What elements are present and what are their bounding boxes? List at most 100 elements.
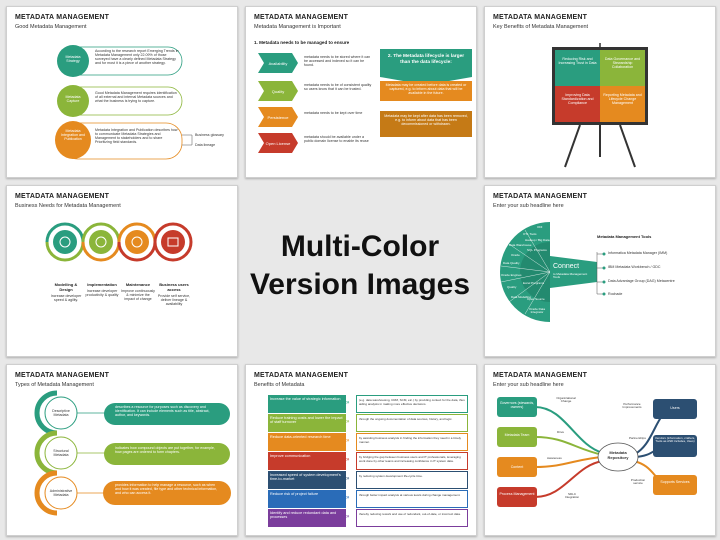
left-heading: 1. Metadata needs to be managed to ensur… bbox=[254, 40, 350, 45]
item-head-implementation: Implementation bbox=[87, 282, 117, 287]
box-support-services: Supports Services bbox=[660, 480, 690, 484]
fan-label: Quality bbox=[507, 285, 517, 289]
arrow-open-license: Open License bbox=[265, 141, 291, 146]
item-head-modelling: Modelling & Design bbox=[54, 282, 78, 292]
link-label: SDLC Integration bbox=[564, 492, 580, 500]
slide-title: METADATA MANAGEMENT bbox=[254, 14, 349, 21]
slide-subtitle: Types of Metadata Management bbox=[15, 382, 94, 388]
stopwatch-icon bbox=[60, 237, 70, 247]
box-metadata-team: Metadata Team bbox=[504, 433, 530, 437]
slide-benefits-of-metadata[interactable]: METADATA MANAGEMENT Benefits of Metadata… bbox=[245, 364, 477, 536]
fan-label: Excel Programs bbox=[523, 281, 545, 285]
integration-text: Metadata Integration and Publication des… bbox=[95, 128, 178, 145]
chevron-icon: » bbox=[346, 495, 350, 501]
gears-icon bbox=[96, 237, 106, 247]
link-label: Partnerships bbox=[629, 436, 646, 440]
right-text-created: Metadata may be created before data is c… bbox=[385, 83, 467, 96]
slide-business-needs[interactable]: METADATA MANAGEMENT Business Needs for M… bbox=[6, 185, 238, 357]
slide-metadata-management-important[interactable]: METADATA MANAGEMENT Metadata Management … bbox=[245, 6, 477, 178]
circle-metadata-capture bbox=[57, 85, 89, 117]
slide-subtitle: Good Metadata Management bbox=[15, 24, 87, 30]
slide-subtitle: Enter your sub headline here bbox=[493, 382, 564, 388]
circle-metadata-strategy bbox=[57, 45, 89, 77]
output-business-glossary: Business glossary bbox=[195, 133, 224, 137]
connect-text: to Metadata Management Tools bbox=[553, 272, 588, 280]
quadrant-governance: Data Governance and Stewardship Collabor… bbox=[604, 57, 641, 70]
right-text-kept: Metadata may be kept after data has been… bbox=[384, 114, 468, 127]
arrow-persistence: Persistence bbox=[267, 115, 289, 120]
box-users: Users bbox=[670, 406, 680, 410]
arrow-quality: Quality bbox=[271, 89, 285, 94]
slide-title: METADATA MANAGEMENT bbox=[15, 14, 110, 21]
link-label: Performance Improvements bbox=[622, 402, 642, 410]
slide-title: METADATA MANAGEMENT bbox=[254, 372, 349, 379]
good-mm-graphic bbox=[61, 46, 193, 160]
link-label: Organizational Change bbox=[556, 396, 576, 404]
box-content: Content bbox=[510, 465, 524, 469]
benefit-row: Identify and reduce redundant data and p… bbox=[268, 509, 468, 527]
slide-metadata-repository[interactable]: METADATA MANAGEMENT Enter your sub headl… bbox=[484, 364, 716, 536]
tools-heading: Metadata Management Tools bbox=[597, 234, 652, 239]
fan-label: Oracle bbox=[511, 253, 520, 257]
center-heading-line2: Version Images bbox=[249, 267, 471, 301]
benefit-text: by bridging the gap between business use… bbox=[356, 452, 468, 470]
tool-item: Rochade bbox=[608, 292, 623, 296]
slide-connect-tools[interactable]: METADATA MANAGEMENT Enter your sub headl… bbox=[484, 185, 716, 357]
output-data-lineage: Data lineage bbox=[195, 143, 216, 147]
slide-types-of-metadata[interactable]: METADATA MANAGEMENT Types of Metadata Ma… bbox=[6, 364, 238, 536]
benefit-label: Increase the value of strategic informat… bbox=[268, 395, 346, 413]
persistence-text: metadata needs to be kept over time bbox=[304, 111, 363, 115]
fan-label: Oracle Data Integrator bbox=[529, 307, 546, 315]
strategy-text: According to the research report Emergin… bbox=[95, 49, 179, 66]
slide-title: METADATA MANAGEMENT bbox=[15, 372, 110, 379]
circle-metadata-integration bbox=[55, 121, 91, 159]
quality-text: metadata needs to be of consistent quali… bbox=[304, 83, 372, 92]
fan-diagram-graphic bbox=[500, 222, 606, 322]
benefit-row: Increased speed of system development's … bbox=[268, 471, 468, 489]
arrow-availability: Availability bbox=[268, 61, 288, 66]
item-text-business-access: Provide self service, deliver lineage & … bbox=[157, 294, 191, 307]
repository-center: Metadata Repository bbox=[607, 450, 629, 460]
fan-label: OTL Tools bbox=[523, 232, 537, 236]
benefit-text: thereby reducing rework and use of redun… bbox=[356, 509, 468, 527]
item-head-business-access: Business users access bbox=[159, 282, 189, 292]
slide-title: METADATA MANAGEMENT bbox=[493, 14, 588, 21]
link-label: Production service bbox=[630, 478, 646, 486]
benefit-label: Reduce risk of project failure bbox=[268, 490, 346, 508]
quadrant-standardization: Improving Data Standardization and Compl… bbox=[561, 93, 594, 106]
chevron-icon: » bbox=[346, 419, 350, 425]
item-text-implementation: Increase developer productivity & qualit… bbox=[85, 289, 119, 298]
browser-icon bbox=[168, 237, 178, 247]
benefit-label: Reduce training costs and lower the impa… bbox=[268, 414, 346, 432]
availability-text: metadata needs to be stored where it can… bbox=[304, 55, 371, 68]
slide-key-benefits[interactable]: METADATA MANAGEMENT Key Benefits of Meta… bbox=[484, 6, 716, 178]
capture-text: Good Metadata Management requires identi… bbox=[95, 91, 177, 104]
benefit-rows: Increase the value of strategic informat… bbox=[268, 395, 468, 527]
open-license-text: metadata should be available under a pub… bbox=[304, 135, 369, 144]
benefit-text: (e.g. data warehousing, CRM, SCM, etc.) … bbox=[356, 395, 468, 413]
slide-good-metadata-management[interactable]: METADATA MANAGEMENT Good Metadata Manage… bbox=[6, 6, 238, 178]
chevron-icon: » bbox=[346, 438, 350, 444]
types-graphic bbox=[34, 390, 231, 516]
item-text-maintenance: Improve continuously & minimize the impa… bbox=[121, 289, 155, 302]
slide-subtitle: Key Benefits of Metadata Management bbox=[493, 24, 589, 30]
chevron-arrows-graphic bbox=[258, 49, 472, 153]
slide-subtitle: Benefits of Metadata bbox=[254, 382, 305, 388]
center-heading-line1: Multi-Color bbox=[280, 230, 440, 263]
benefit-text: by assisting business analysts in findin… bbox=[356, 433, 468, 451]
tool-item: Informatica Metadata Manager (IMM) bbox=[608, 251, 668, 255]
circle-label: Metadata Integration and Publication bbox=[61, 129, 85, 142]
link-label: Drive bbox=[557, 430, 565, 434]
chevron-icon: » bbox=[346, 457, 350, 463]
fan-label: SQL Programs bbox=[527, 248, 547, 252]
center-heading: Multi-Color Version Images bbox=[241, 228, 479, 303]
item-text-modelling: Increase developer speed & agility. bbox=[50, 294, 82, 303]
slide-subtitle: Enter your sub headline here bbox=[493, 203, 564, 209]
type-text-descriptive: describes a resource for purposes such a… bbox=[115, 405, 210, 418]
slide-title: METADATA MANAGEMENT bbox=[493, 372, 588, 379]
slide-title: METADATA MANAGEMENT bbox=[15, 193, 110, 200]
fan-label: Hadoop / Big Data bbox=[525, 238, 550, 242]
settings-icon bbox=[132, 237, 142, 247]
fan-label: Data Warehouse bbox=[509, 243, 532, 247]
benefit-label: Improve communication bbox=[268, 452, 346, 470]
